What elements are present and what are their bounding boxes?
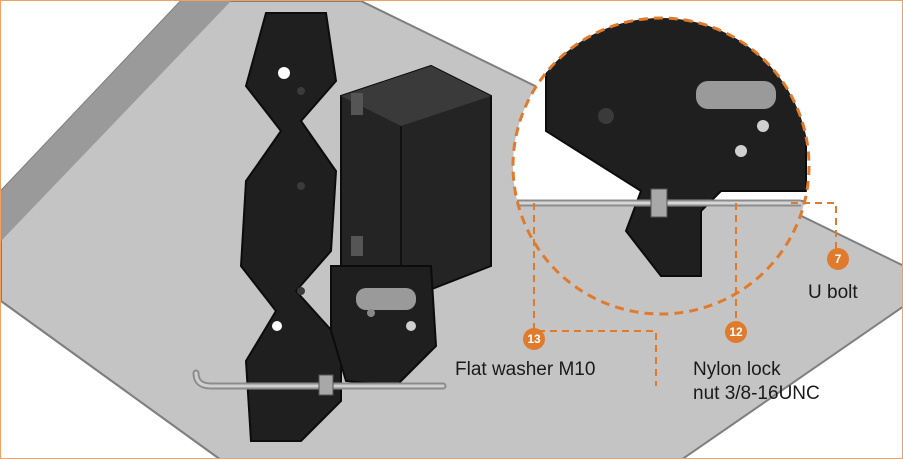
callout-7-label: U bolt <box>808 281 858 304</box>
callout-12-label-line1: Nylon lock <box>693 358 781 381</box>
callout-13-label: Flat washer M10 <box>455 358 595 381</box>
callout-12-badge: 12 <box>725 321 747 343</box>
callout-13-badge: 13 <box>523 328 545 350</box>
callout-7-badge: 7 <box>827 248 849 270</box>
bracket-hole <box>278 67 290 79</box>
callout-12-label-line2: nut 3/8-16UNC <box>693 382 820 405</box>
